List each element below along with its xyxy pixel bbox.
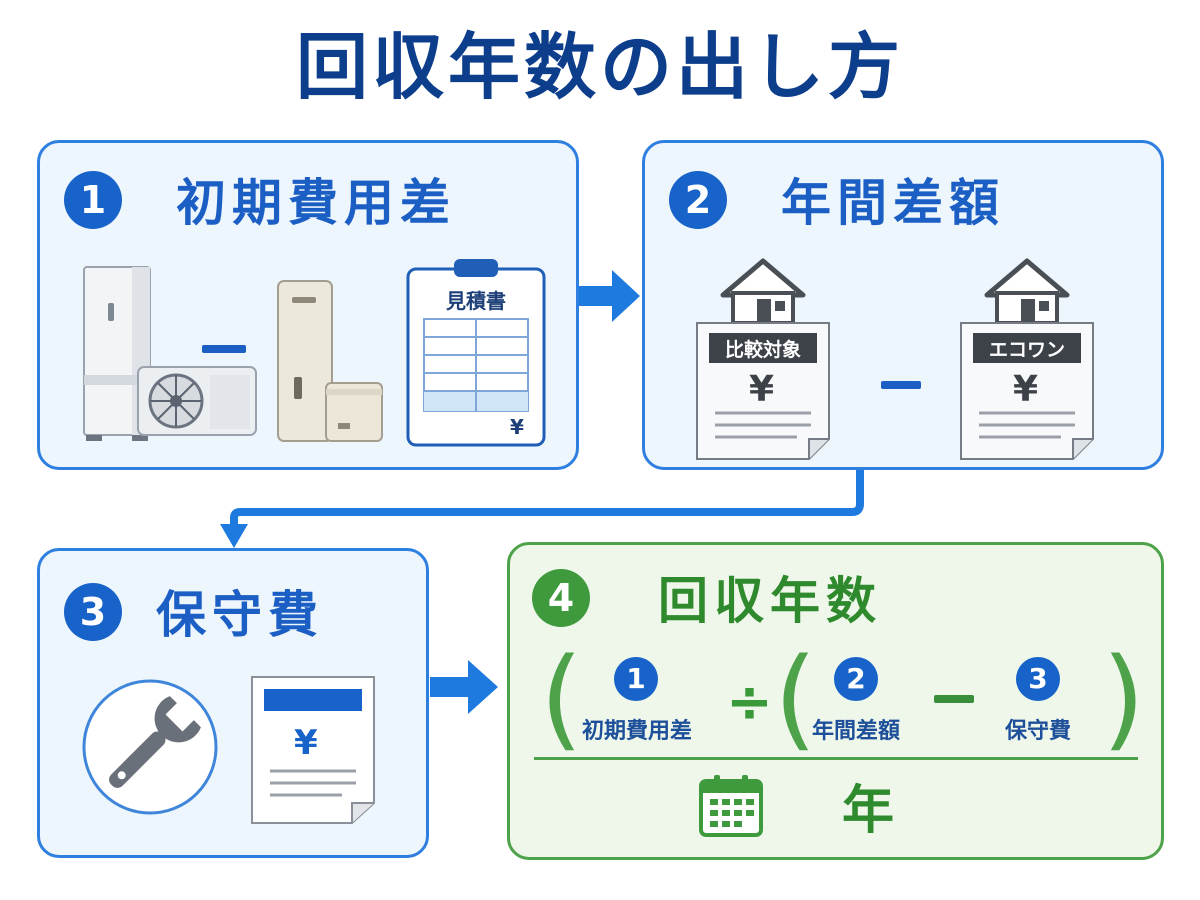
close-paren: ) xyxy=(1102,634,1145,762)
minus-sign xyxy=(202,345,246,353)
step-1-panel: 1 初期費用差 xyxy=(37,140,579,470)
maintenance-document-icon xyxy=(251,676,375,824)
water-heater-icon xyxy=(277,280,383,442)
formula-label: 年間差額 xyxy=(811,719,900,744)
formula-label: 保守費 xyxy=(1004,719,1071,744)
heat-pump-water-heater-icon xyxy=(83,266,257,441)
fraction-line xyxy=(534,757,1138,760)
result-unit: 年 xyxy=(842,781,895,841)
house-bill-icon xyxy=(960,258,1094,460)
estimate-label: 見積書 xyxy=(446,289,506,313)
bill-currency: ¥ xyxy=(1013,369,1039,410)
step-number-badge: 2 xyxy=(669,171,727,229)
formula-number-badge: 1 xyxy=(614,657,658,701)
minus-sign xyxy=(881,381,921,389)
open-paren: ( xyxy=(540,634,583,762)
maintenance-currency: ¥ xyxy=(294,723,318,763)
divide-sign: ÷ xyxy=(726,670,773,735)
step-title: 年間差額 xyxy=(781,174,1005,232)
step-title: 保守費 xyxy=(156,586,324,644)
page-title: 回収年数の出し方 xyxy=(295,25,904,109)
connector-arrow-icon xyxy=(220,470,864,548)
step-4-panel: 4 回収年数 ( 1 初期費用差 ÷ ( 2 年間差額 3 保守費 ) 年 xyxy=(507,542,1164,860)
step-2-panel: 2 年間差額 比較対象 ¥ エコワン ¥ xyxy=(642,140,1164,470)
house-bill-icon xyxy=(696,258,830,460)
open-paren: ( xyxy=(774,634,817,762)
step-3-panel: 3 保守費 ¥ xyxy=(37,548,429,858)
arrow-right-icon xyxy=(430,660,498,714)
bill-currency: ¥ xyxy=(749,369,775,410)
estimate-currency: ¥ xyxy=(510,415,524,439)
wrench-icon xyxy=(82,679,218,815)
bill-label-ecoone: エコワン xyxy=(988,339,1065,361)
calendar-icon xyxy=(699,775,763,837)
arrow-right-icon xyxy=(578,270,640,322)
formula-number-badge: 3 xyxy=(1016,657,1060,701)
step-title: 回収年数 xyxy=(658,572,882,630)
step-title: 初期費用差 xyxy=(176,174,456,232)
formula-number-badge: 2 xyxy=(834,657,878,701)
minus-sign xyxy=(934,695,974,703)
bill-label-comparison: 比較対象 xyxy=(724,339,801,361)
step-number-badge: 4 xyxy=(532,569,590,627)
step-number-badge: 3 xyxy=(64,583,122,641)
formula-label: 初期費用差 xyxy=(581,719,692,744)
step-number-badge: 1 xyxy=(64,171,122,229)
estimate-clipboard-icon xyxy=(406,259,546,447)
